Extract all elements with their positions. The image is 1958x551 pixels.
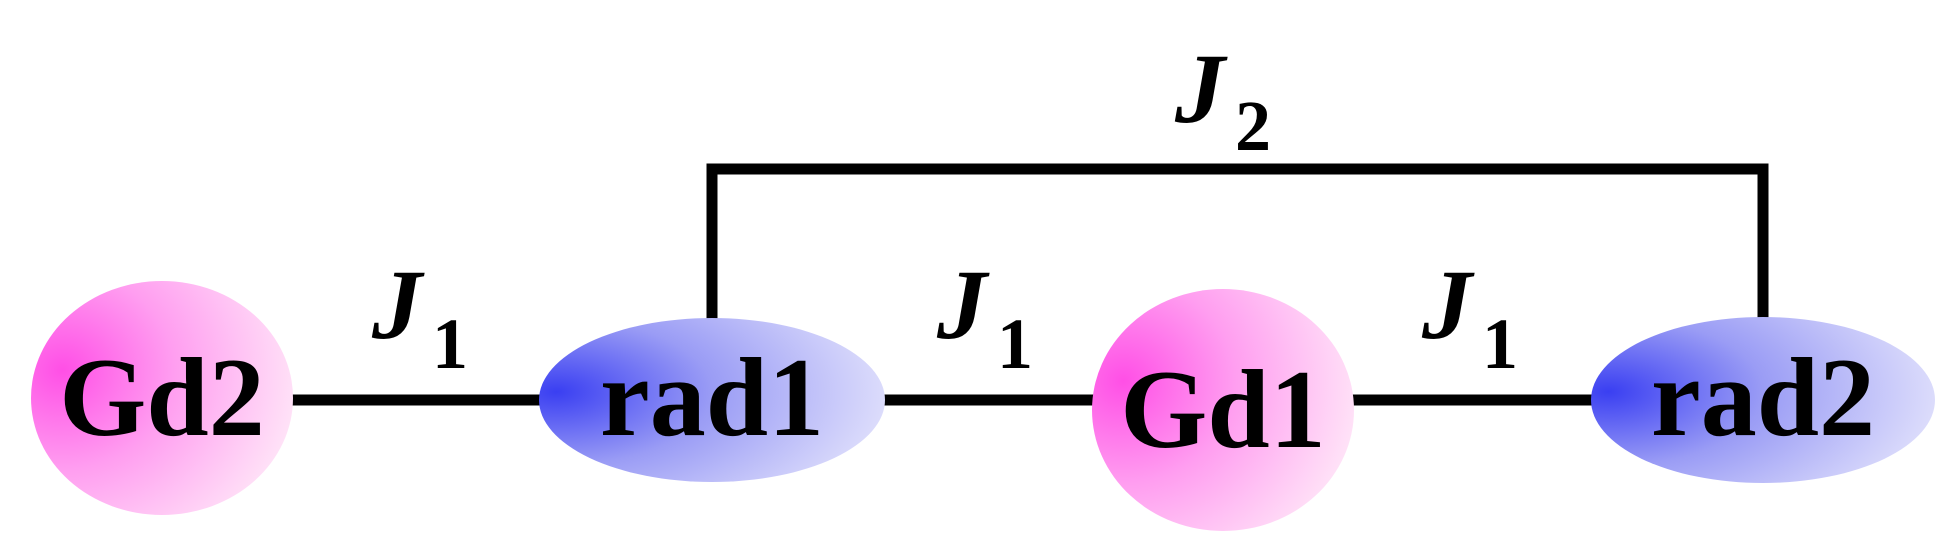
node-gd2-label: Gd2 — [59, 336, 264, 460]
coupling-j1-left-label: J 1 — [371, 249, 468, 384]
coupling-j1-middle-label: J 1 — [936, 249, 1033, 384]
node-gd1: Gd1 — [1092, 289, 1354, 531]
node-rad1-label: rad1 — [600, 336, 824, 460]
node-rad1: rad1 — [539, 318, 885, 482]
j1-left-symbol: J — [371, 249, 425, 360]
node-rad2-label: rad2 — [1651, 336, 1875, 460]
j1-left-subscript: 1 — [432, 304, 468, 384]
j1-middle-symbol: J — [936, 249, 990, 360]
node-rad2: rad2 — [1591, 317, 1935, 483]
node-gd2: Gd2 — [31, 281, 293, 515]
coupling-j1-right-label: J 1 — [1421, 249, 1518, 384]
j2-top-subscript: 2 — [1235, 86, 1271, 166]
j2-top-symbol: J — [1174, 33, 1228, 144]
node-gd1-label: Gd1 — [1120, 348, 1325, 472]
bond-rad1-rad2-bracket — [706, 163, 1769, 322]
j1-right-symbol: J — [1421, 249, 1475, 360]
coupling-j2-top-label: J 2 — [1174, 33, 1271, 166]
j1-middle-subscript: 1 — [997, 304, 1033, 384]
j1-right-subscript: 1 — [1482, 304, 1518, 384]
